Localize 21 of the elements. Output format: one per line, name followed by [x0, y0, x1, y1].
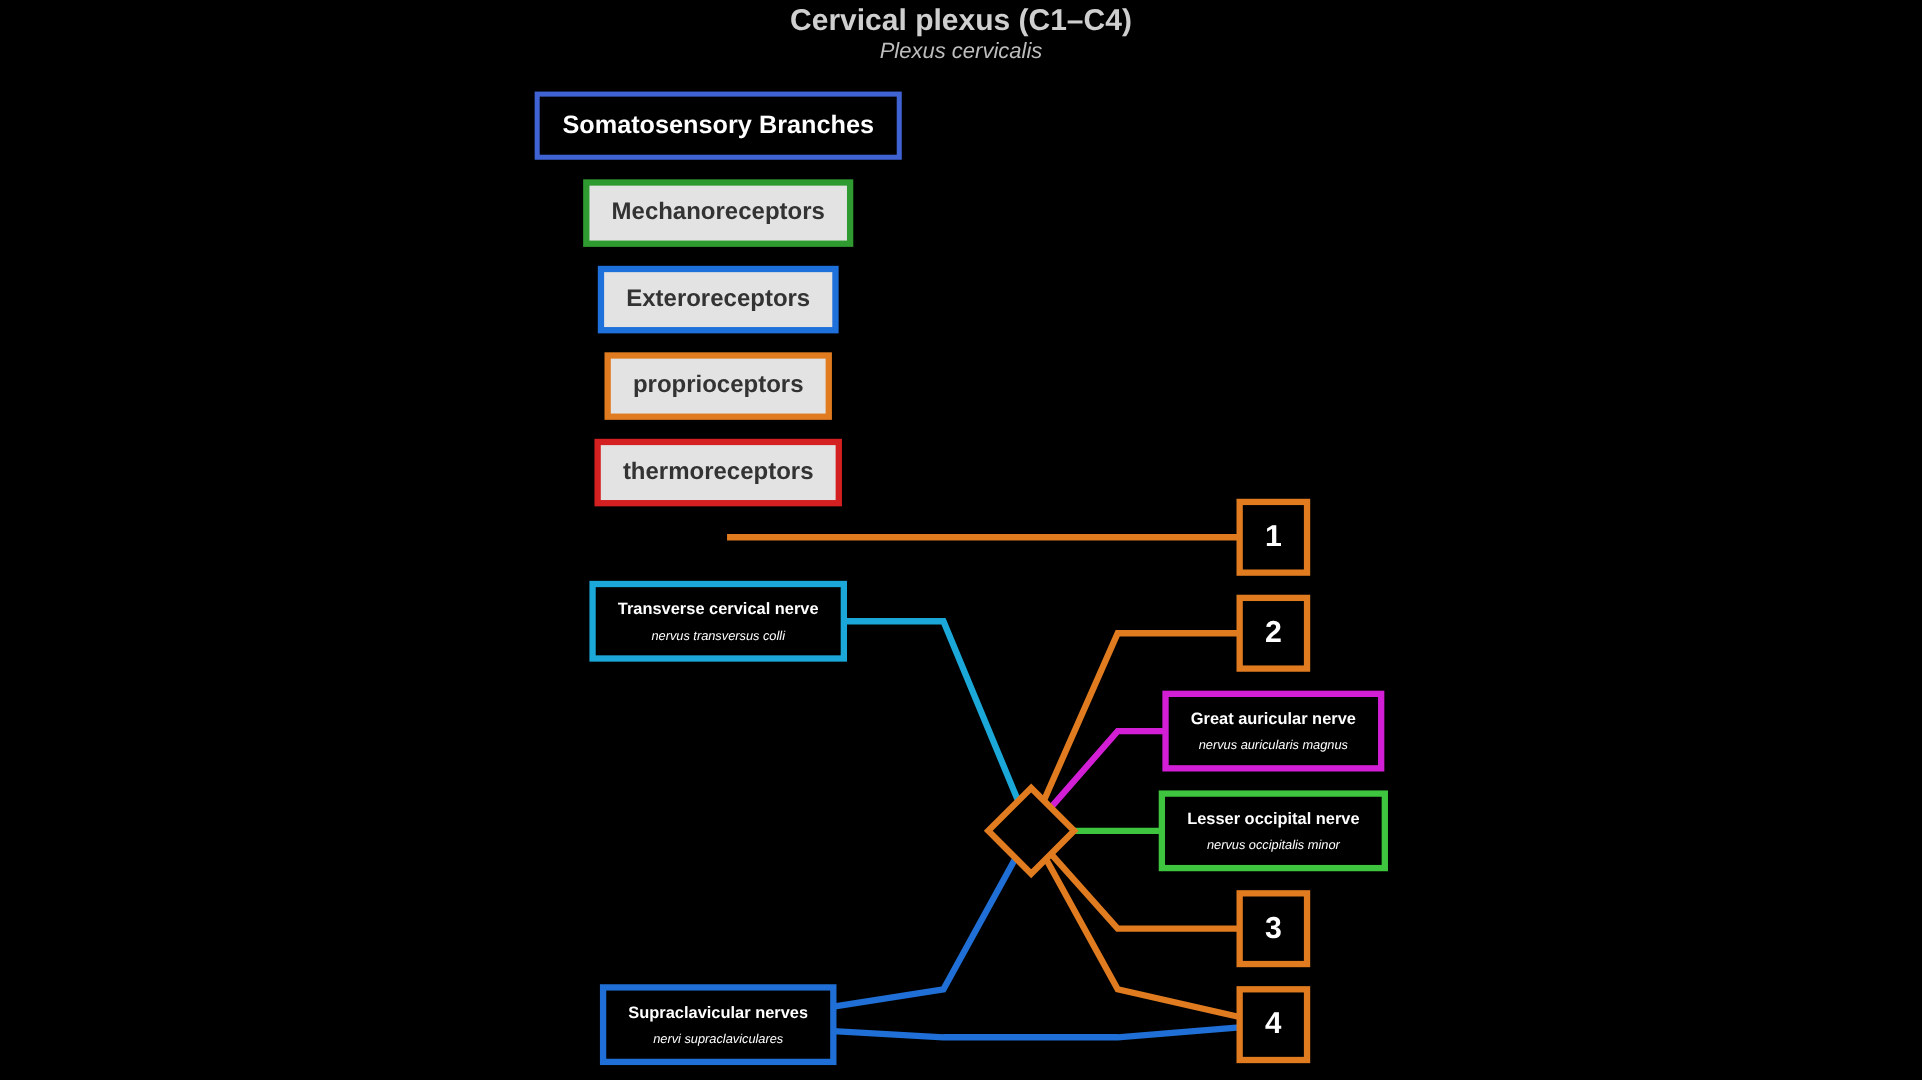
- connector: [832, 857, 1019, 1010]
- node-diamond: [983, 783, 1079, 879]
- node-box: 1: [1236, 498, 1311, 576]
- connector: [843, 618, 1021, 802]
- connector: [1043, 857, 1241, 1021]
- node-box: proprioceptors: [604, 352, 832, 420]
- connector: [1048, 851, 1240, 932]
- node-box: Somatosensory Branches: [534, 91, 902, 160]
- connector: [727, 534, 1240, 541]
- subtitle: Plexus cervicalis: [877, 40, 1045, 64]
- node-box: 2: [1236, 594, 1311, 672]
- node-box: 3: [1236, 890, 1311, 968]
- connector: [1073, 827, 1162, 834]
- diagram-title: Cervical plexus (C1–C4): [790, 4, 1132, 38]
- connector: [1040, 630, 1240, 803]
- node-box: Exteroreceptors: [597, 265, 839, 334]
- node-box: Mechanoreceptors: [583, 179, 854, 247]
- node-box: 4: [1236, 986, 1311, 1064]
- connector: [833, 1024, 1240, 1041]
- connector: [1048, 727, 1166, 810]
- node-box: thermoreceptors: [594, 438, 842, 507]
